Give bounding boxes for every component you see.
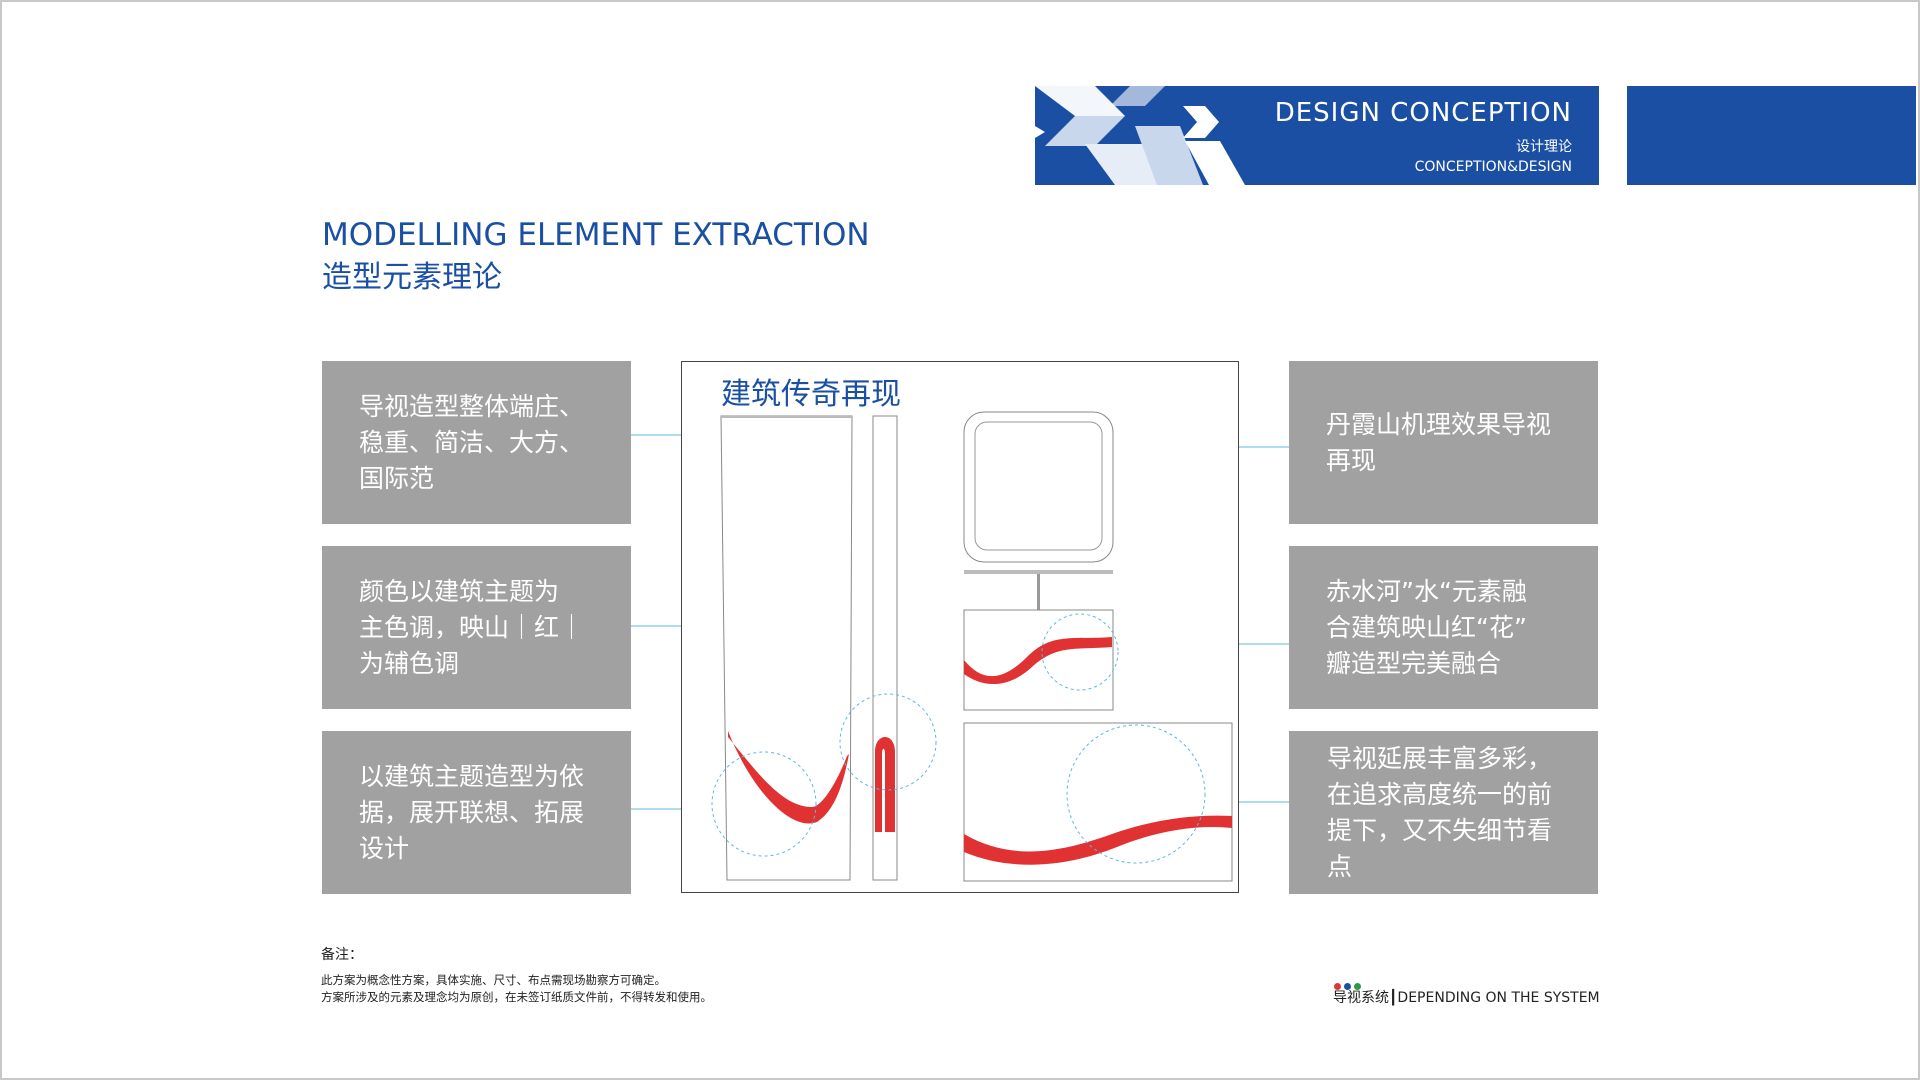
box-line: 以建筑主题造型为依 (359, 761, 585, 791)
wide-sign-drawing (963, 722, 1233, 882)
banner-title: DESIGN CONCEPTION (1274, 98, 1572, 128)
box-line: 导视造型整体端庄、 (359, 391, 585, 421)
box-line: 稳重、简洁、大方、 (359, 427, 585, 457)
box-line: 颜色以建筑主题为 (359, 576, 560, 606)
box-line: 据，展开联想、拓展 (359, 797, 585, 827)
box-line: 为辅色调 (359, 648, 460, 678)
center-panel-title: 建筑传奇再现 (721, 377, 901, 412)
notes-line-1: 此方案为概念性方案，具体实施、尺寸、布点需现场勘察方可确定。 (321, 973, 666, 987)
box-line: 主色调，映山｜红｜ (359, 612, 585, 642)
blue-dot-icon (1344, 983, 1351, 990)
side-sign-drawing (839, 415, 937, 881)
directory-sign-drawing (963, 411, 1119, 711)
box-line: 再现 (1326, 445, 1377, 475)
box-line: 在追求高度统一的前 (1327, 779, 1553, 809)
section-title-cn: 造型元素理论 (322, 260, 502, 295)
box-line: 提下，又不失细节看 (1327, 815, 1553, 845)
box-line: 导视延展丰富多彩， (1327, 743, 1553, 773)
box-line: 丹霞山机理效果导视 (1326, 409, 1552, 439)
box-line: 瓣造型完美融合 (1326, 648, 1502, 678)
header-banner: DESIGN CONCEPTION 设计理论 CONCEPTION&DESIGN (1035, 86, 1599, 185)
right-box-3: 导视延展丰富多彩， 在追求高度统一的前 提下，又不失细节看 点 (1289, 731, 1598, 894)
right-box-1: 丹霞山机理效果导视 再现 (1289, 361, 1598, 524)
center-illustration-panel: 建筑传奇再现 (681, 361, 1239, 893)
brand-dots (1334, 975, 1364, 994)
tall-sign-drawing (711, 415, 853, 881)
banner-subtitle-cn: 设计理论 (1516, 139, 1572, 155)
footer-brand: 导视系统┃DEPENDING ON THE SYSTEM (1333, 990, 1600, 1006)
right-box-2: 赤水河”水“元素融 合建筑映山红“花” 瓣造型完美融合 (1289, 546, 1598, 709)
box-line: 赤水河”水“元素融 (1326, 576, 1527, 606)
section-title-en: MODELLING ELEMENT EXTRACTION (322, 217, 870, 253)
left-box-2: 颜色以建筑主题为 主色调，映山｜红｜ 为辅色调 (322, 546, 631, 709)
notes-title: 备注： (321, 947, 363, 963)
signage-drawings (711, 411, 1233, 882)
box-line: 点 (1327, 851, 1353, 881)
left-box-3: 以建筑主题造型为依 据，展开联想、拓展 设计 (322, 731, 631, 894)
box-line: 合建筑映山红“花” (1326, 612, 1527, 642)
chevron-arrows-graphic (1035, 86, 1245, 185)
red-dot-icon (1334, 983, 1341, 990)
box-line: 国际范 (359, 463, 435, 493)
box-line: 设计 (359, 833, 410, 863)
green-dot-icon (1354, 983, 1361, 990)
banner-subtitle-en: CONCEPTION&DESIGN (1414, 159, 1572, 175)
banner-right-block (1627, 86, 1916, 185)
left-box-1: 导视造型整体端庄、 稳重、简洁、大方、 国际范 (322, 361, 631, 524)
notes-line-2: 方案所涉及的元素及理念均为原创，在未签订纸质文件前，不得转发和使用。 (321, 990, 712, 1004)
